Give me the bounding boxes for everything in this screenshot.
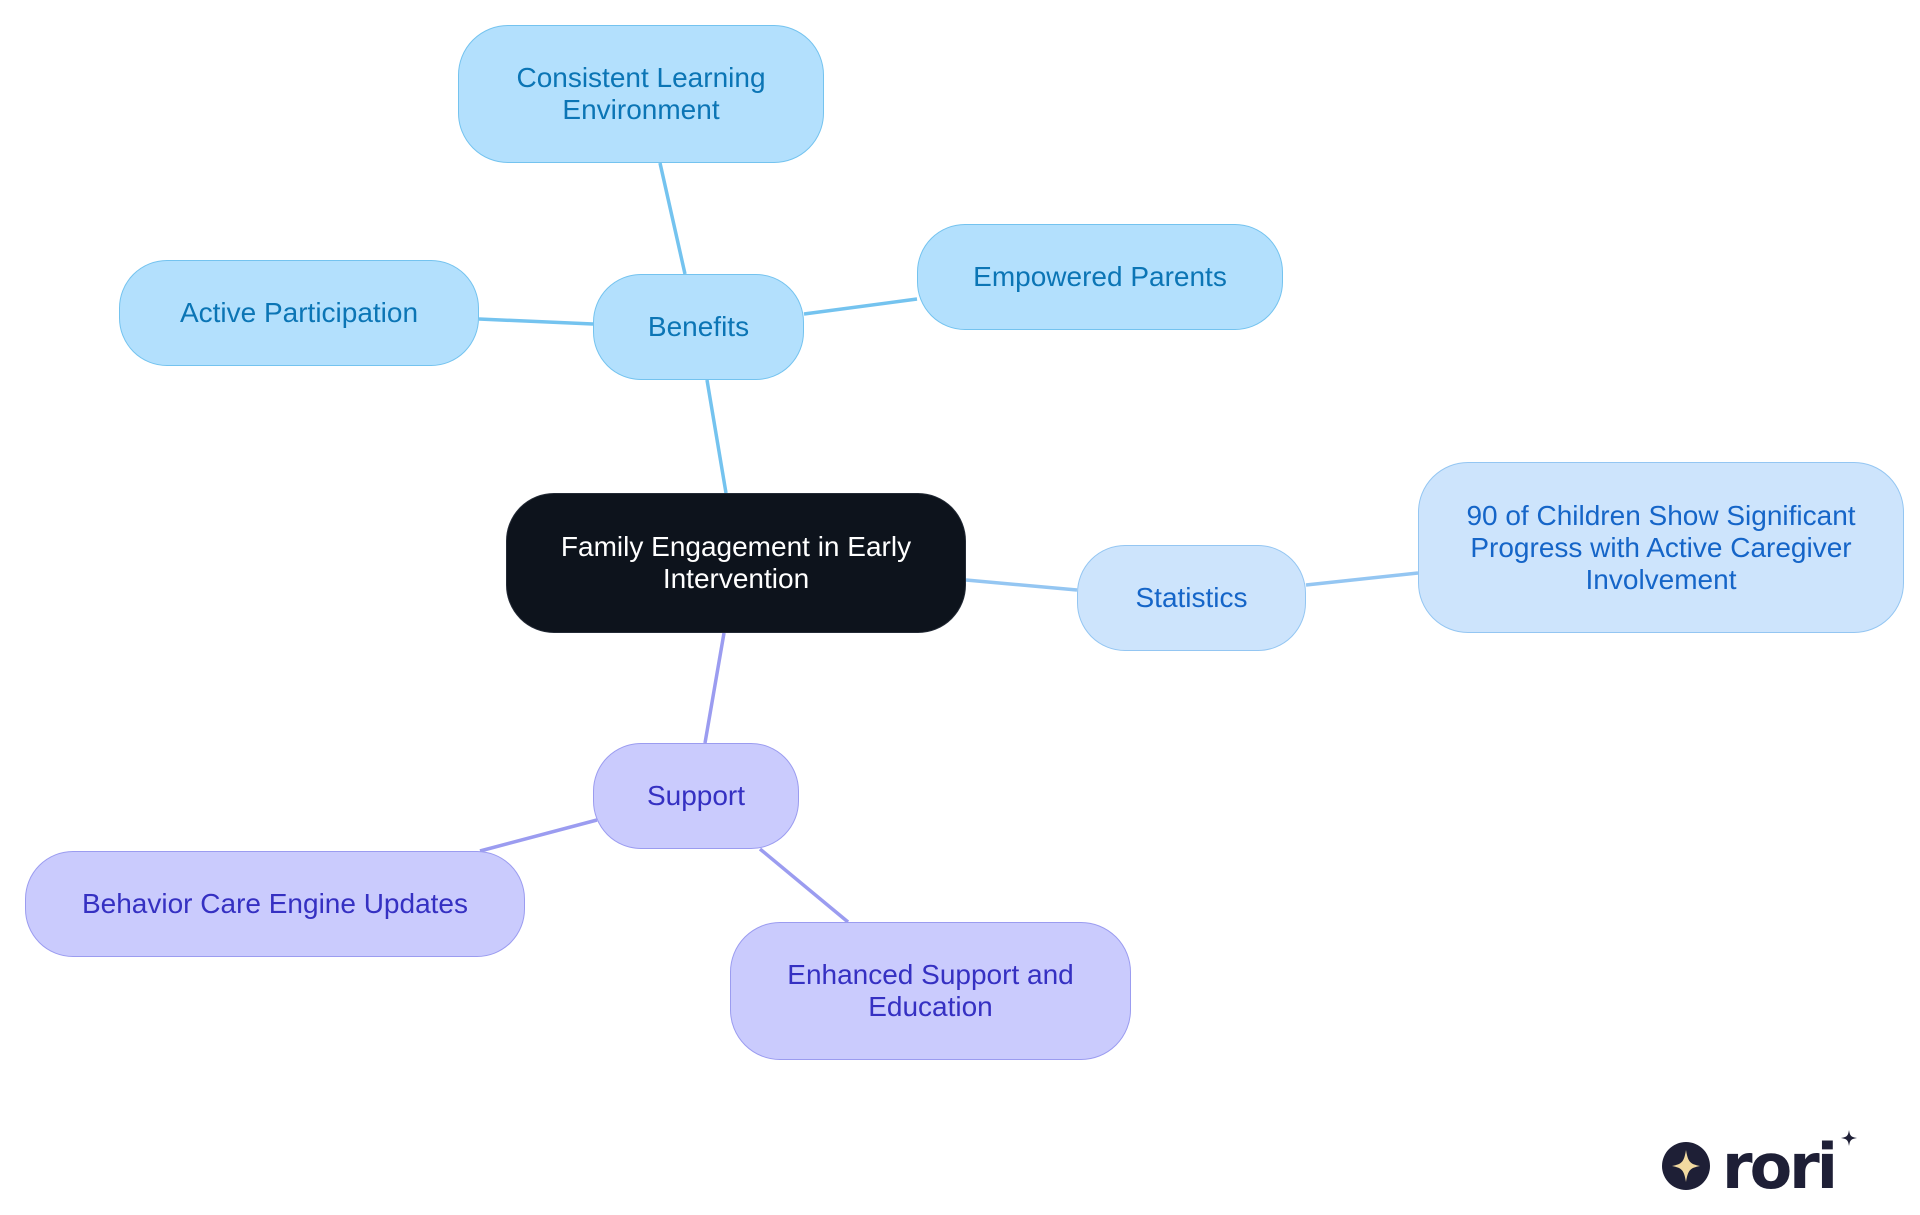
edge-root-benefits <box>705 379 728 494</box>
leaf-node-consistent-learning: Consistent Learning Environment <box>458 25 824 163</box>
logo-wordmark: rori <box>1722 1130 1835 1196</box>
leaf-node-label: Empowered Parents <box>973 261 1227 292</box>
edge-benefits-consistent <box>658 162 687 275</box>
branch-node-support: Support <box>593 743 799 849</box>
leaf-node-behavior-care-engine: Behavior Care Engine Updates <box>25 851 525 957</box>
leaf-node-active-participation: Active Participation <box>119 260 479 366</box>
leaf-node-label: Consistent Learning Environment <box>516 62 766 125</box>
leaf-node-label: Active Participation <box>179 297 419 328</box>
leaf-node-enhanced-support: Enhanced Support and Education <box>730 922 1131 1060</box>
branch-node-label: Benefits <box>647 311 750 342</box>
leaf-node-label: Behavior Care Engine Updates <box>81 888 468 919</box>
edge-support-behavior <box>479 818 598 853</box>
edge-root-statistics <box>965 578 1078 592</box>
leaf-node-label: 90 of Children Show Significant Progress… <box>1466 499 1856 595</box>
edge-statistics-ninety <box>1305 571 1419 587</box>
leaf-node-empowered-parents: Empowered Parents <box>917 224 1283 330</box>
edge-support-enhanced <box>758 847 850 924</box>
leaf-node-children-progress: 90 of Children Show Significant Progress… <box>1418 462 1904 633</box>
root-node-label: Family Engagement in Early Intervention <box>560 531 912 594</box>
rori-logo: rori <box>1662 1130 1857 1196</box>
branch-node-statistics: Statistics <box>1077 545 1306 651</box>
branch-node-label: Support <box>646 780 746 811</box>
edge-root-support <box>703 632 726 744</box>
leaf-node-label: Enhanced Support and Education <box>787 959 1074 1022</box>
root-node: Family Engagement in Early Intervention <box>506 493 966 633</box>
edge-benefits-empowered <box>803 297 918 316</box>
sparkle-icon <box>1662 1142 1710 1190</box>
branch-node-label: Statistics <box>1135 582 1248 613</box>
edge-benefits-active <box>478 317 594 326</box>
branch-node-benefits: Benefits <box>593 274 804 380</box>
star-icon <box>1841 1130 1857 1146</box>
